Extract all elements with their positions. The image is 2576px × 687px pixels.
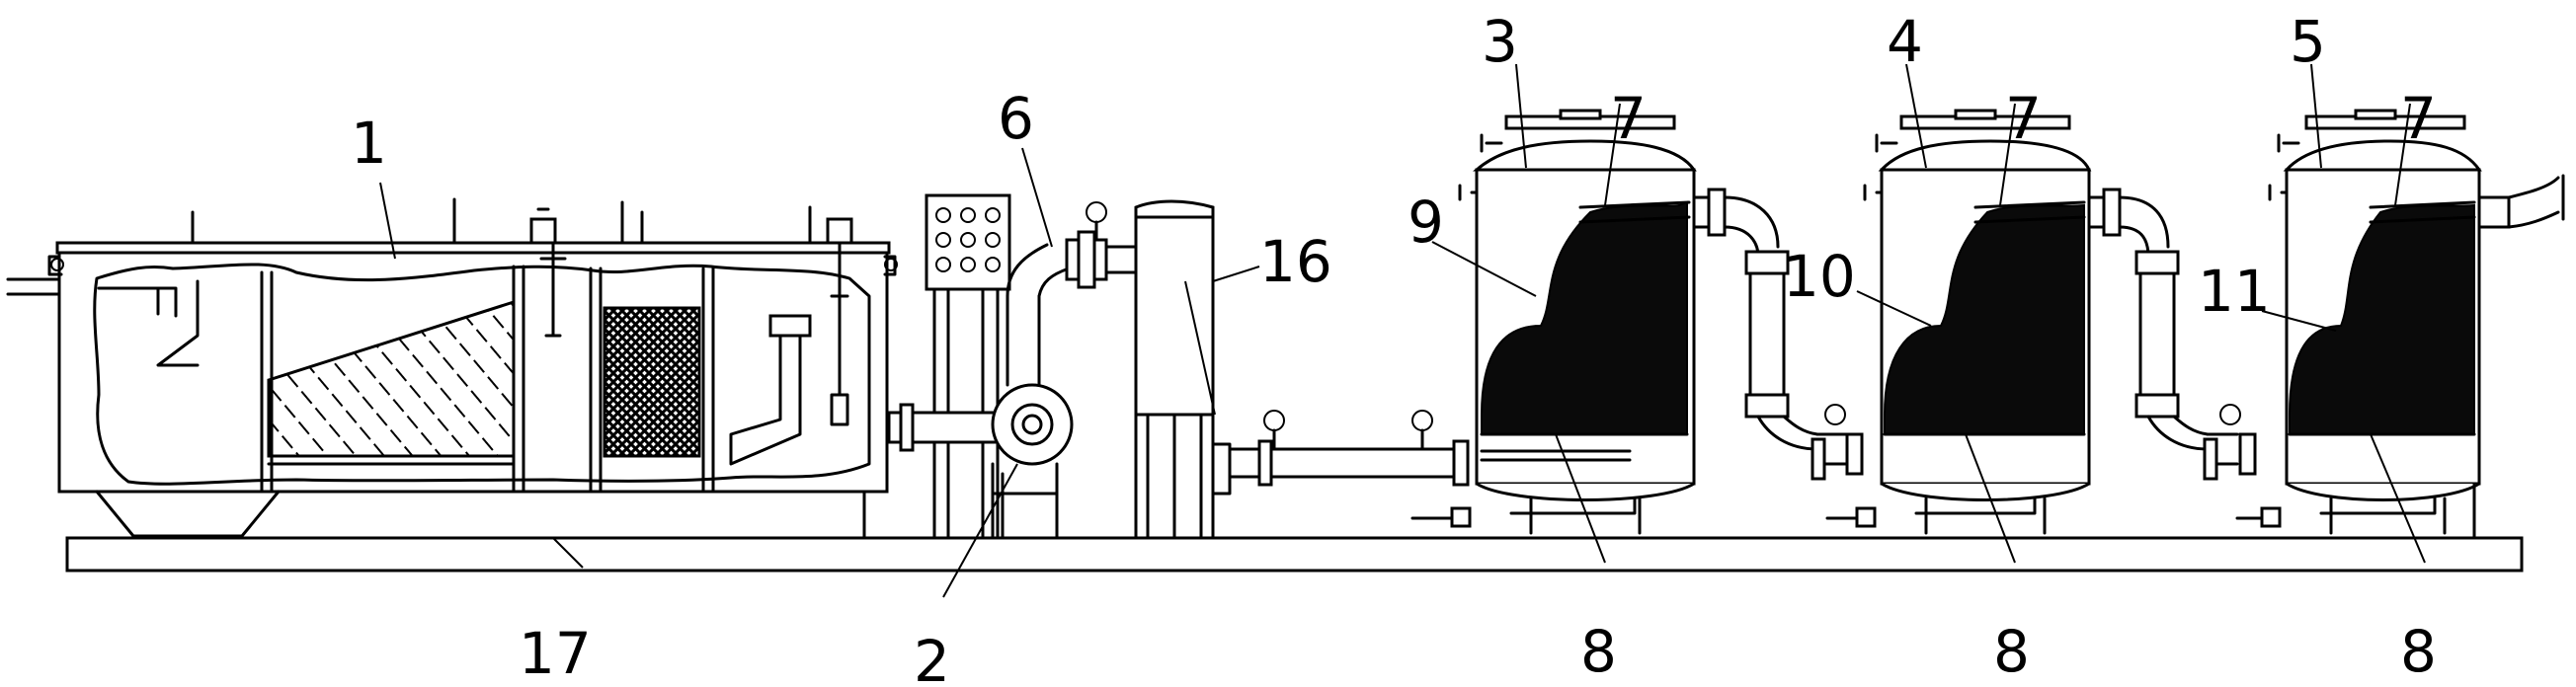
- label-2: 2: [914, 628, 950, 687]
- reference-labels: 1 2 3 4 5 6 7 7 7 8 8 8 9 10 11 16 17: [351, 8, 2437, 687]
- label-9: 9: [1408, 189, 1444, 256]
- label-17: 17: [519, 620, 592, 687]
- separator-tank: [6, 197, 898, 540]
- pump-unit: [887, 193, 1138, 540]
- leader-lines: [379, 63, 2426, 598]
- filter-vessel-a: [1410, 109, 1864, 535]
- label-16: 16: [1259, 228, 1332, 295]
- pressure-vessel: [1134, 199, 1470, 540]
- label-4: 4: [1887, 8, 1923, 75]
- label-1: 1: [351, 110, 387, 177]
- label-6: 6: [998, 85, 1034, 152]
- label-8a: 8: [1580, 618, 1617, 685]
- label-7a: 7: [1610, 85, 1647, 152]
- base-frame: [65, 536, 2524, 572]
- label-7b: 7: [2005, 85, 2042, 152]
- label-10: 10: [1783, 243, 1856, 310]
- label-3: 3: [1482, 8, 1518, 75]
- filter-vessel-c: [2235, 109, 2565, 540]
- label-8b: 8: [1993, 618, 2030, 685]
- label-5: 5: [2290, 8, 2326, 75]
- label-8c: 8: [2400, 618, 2437, 685]
- label-7c: 7: [2400, 85, 2437, 152]
- filter-vessel-b: [1825, 109, 2257, 535]
- label-11: 11: [2198, 258, 2271, 325]
